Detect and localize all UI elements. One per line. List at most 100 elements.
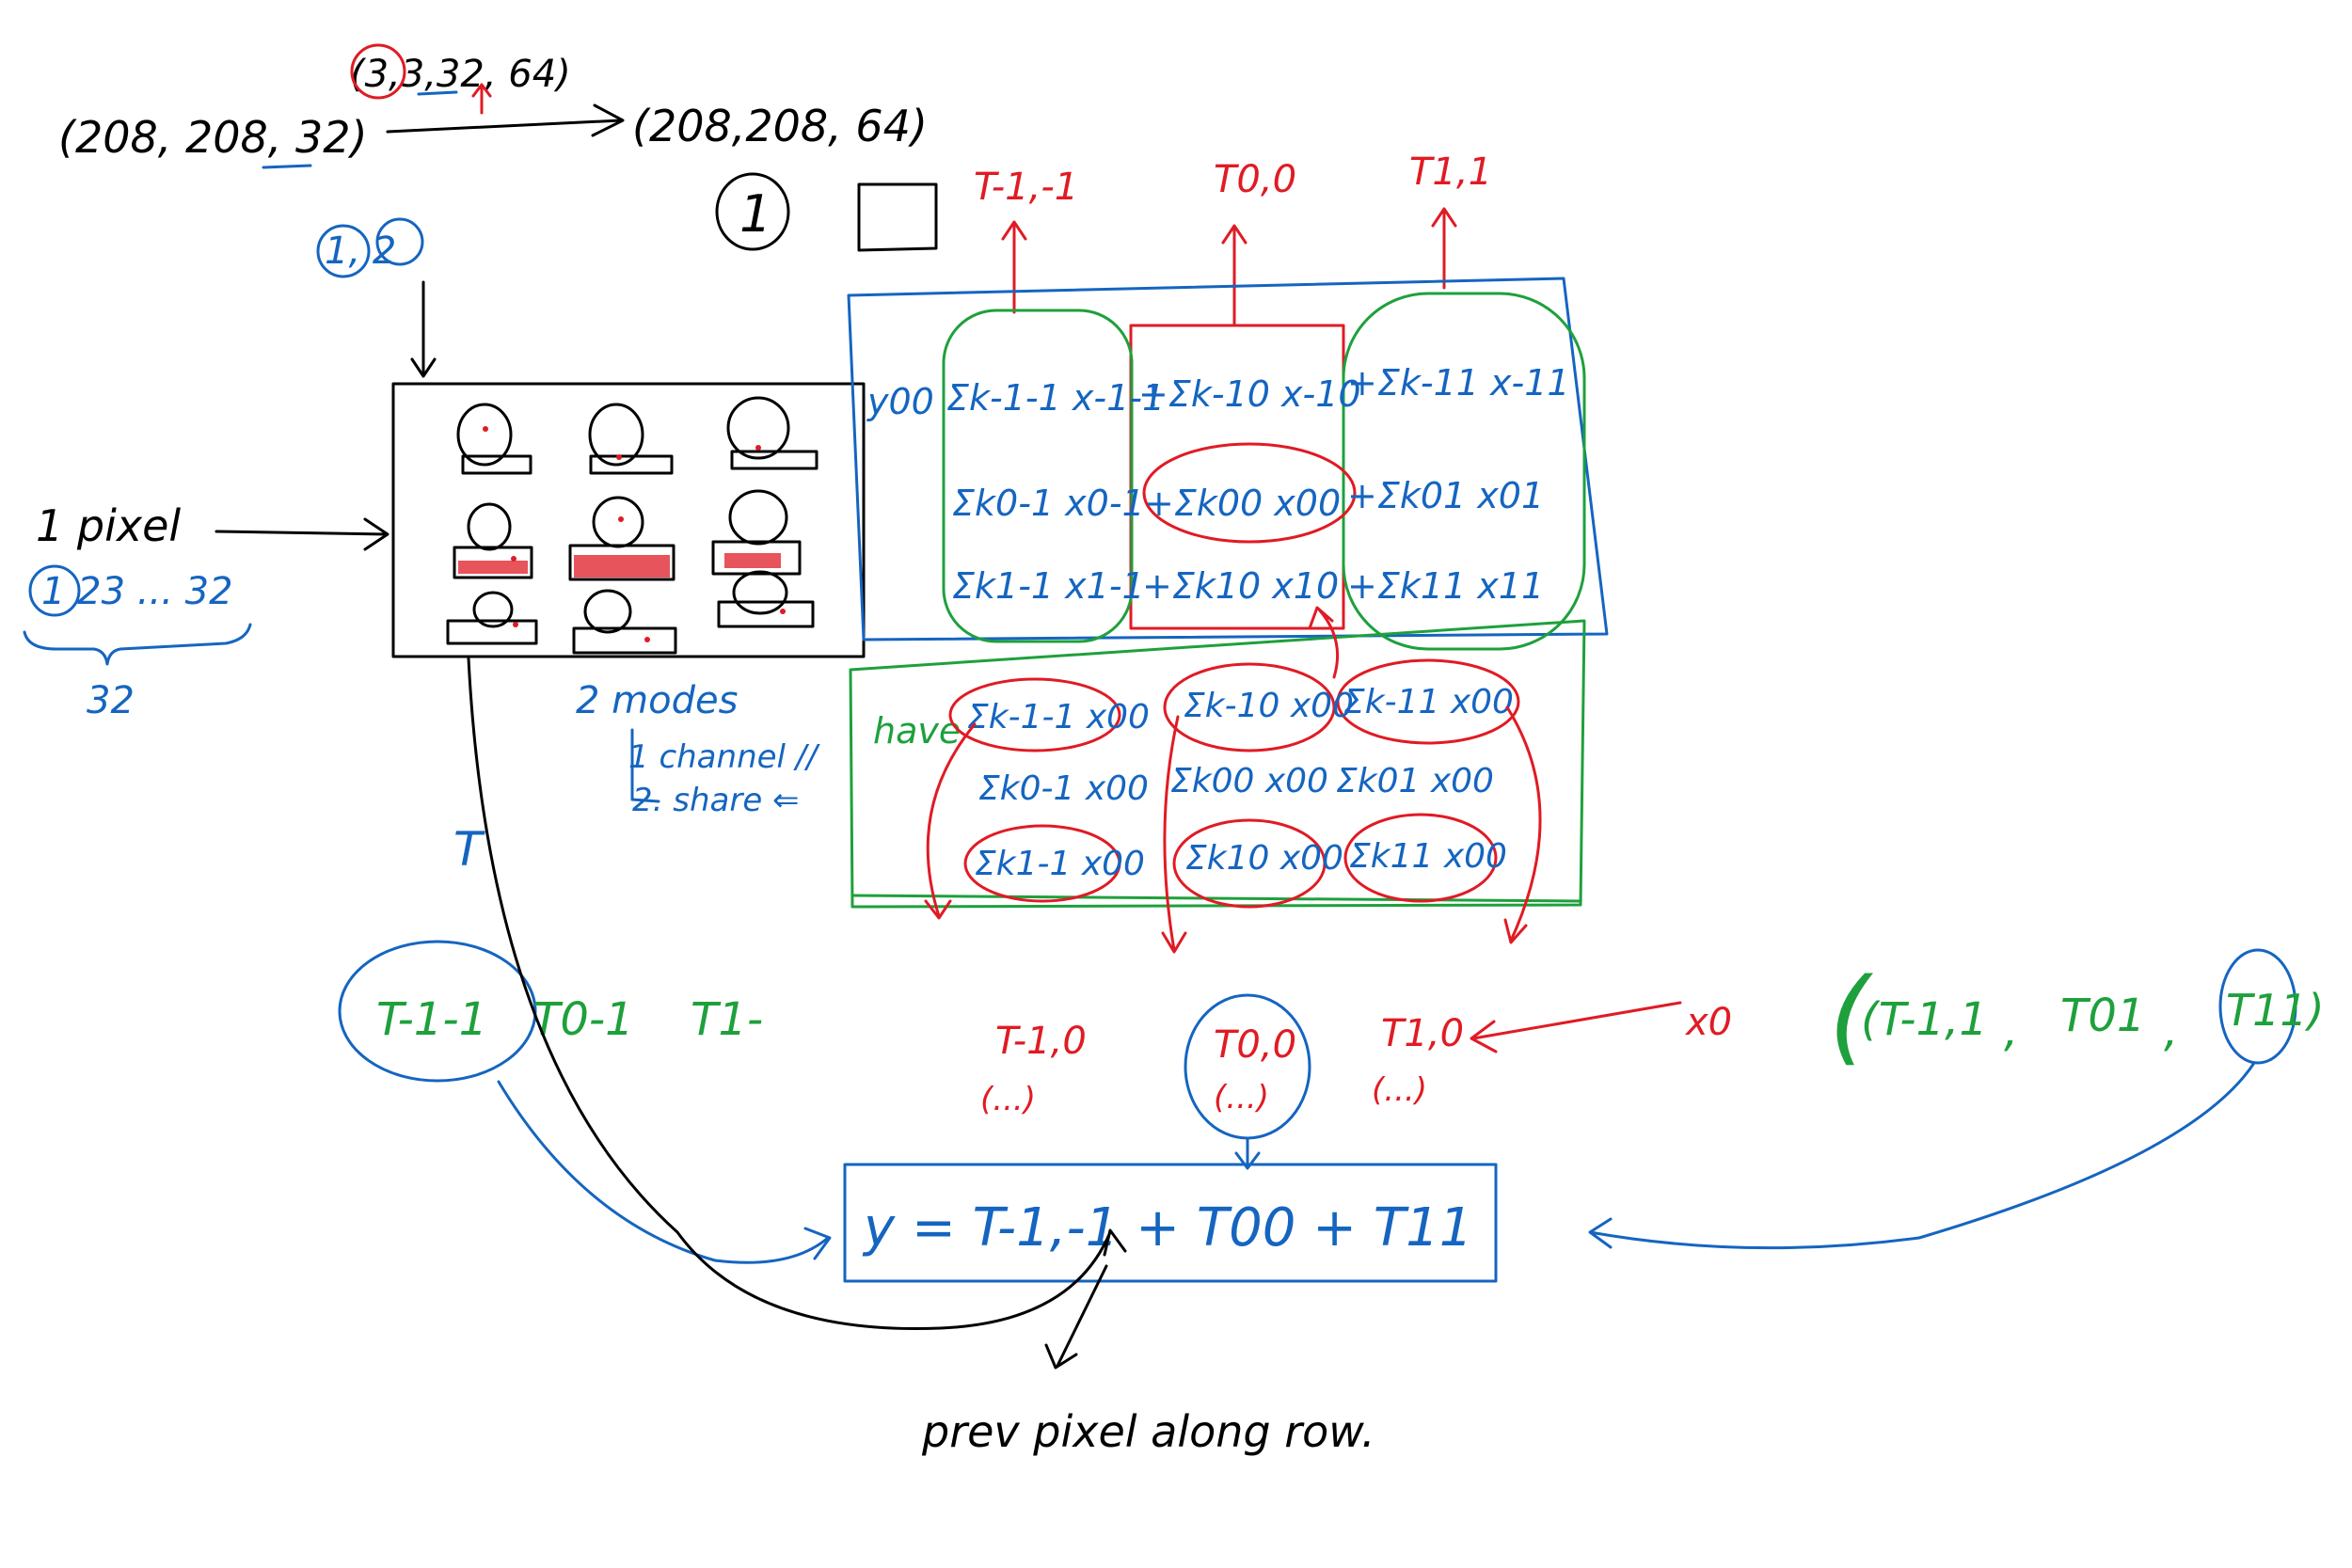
right-term-2: T01 [2060,990,2145,1042]
equation-box: y = T-1,-1 + T00 + T11 [467,657,1498,1370]
have-r1-c3: Σk-11 x00 [1343,683,1514,721]
kernel-shape: (3,3,32, 64) [350,53,571,96]
right-term-1: (T-1,1 [1861,993,1988,1046]
grid-cell-r1c3 [726,396,818,470]
have-block: have Σk-1-1 x00 Σk-10 x00 Σk-11 x00 Σk0-… [849,606,1586,954]
shape-transform-group: (208, 208, 32) (3,3,32, 64) (208,208, 64… [58,43,928,169]
have-left-arrow [924,722,977,920]
have-r1-c2-circle [1163,662,1336,752]
y00-r1-c3: +Σk-11 x-11 [1347,362,1570,404]
top-outputs: T-1,-1 T0,0 T1,1 [974,150,1492,327]
grid-cell-r1c1 [456,403,532,475]
pixel-count: 32 [87,679,135,722]
input-channel-underline [262,164,312,169]
have-r1-c3-circle [1336,658,1520,745]
mode-one-badge [316,224,371,278]
down-arrow-to-grid [410,280,437,378]
cell-dot [483,426,488,432]
have-r3-c1-circle [963,824,1121,903]
cell-dot [780,609,786,614]
circle-one-marker [715,172,790,251]
mode-item-2: 2. share ⇐ [632,782,800,819]
have-r2-c3: Σk01 x00 [1336,762,1494,800]
modes-note: 2 modes 1 channel // 2. share ⇐ [576,679,820,819]
grid-cell-r2c2 [568,496,675,634]
top-output-center: T0,0 [1214,158,1296,201]
have-r3-c3: Σk11 x00 [1349,837,1507,876]
have-r3-c2: Σk10 x00 [1185,839,1343,878]
left-term-to-eq-arrow [497,1080,832,1264]
y00-r2-c1: Σk0-1 x0-1 [952,483,1145,524]
y00-block: y00 Σk-1-1 x-1-1 +Σk-10 x-10 +Σk-11 x-11… [847,277,1609,651]
have-right-arrow [1503,705,1542,944]
grid-cell-r2c3 [711,489,802,615]
y00-r2-c3: +Σk01 x01 [1347,475,1544,516]
cell-dot [511,556,516,562]
y00-center-highlight [1142,442,1357,544]
kernel-channel-underline [417,90,458,96]
kernel-grid-border [391,382,866,658]
grid-cell-r3c3 [717,600,815,628]
right-term-3: T11) [2226,985,2325,1036]
equation-text: y = T-1,-1 + T00 + T11 [862,1197,1472,1259]
kernel-grid-box [391,382,866,658]
have-r1-c1: Σk-1-1 x00 [967,698,1150,736]
right-term-to-eq-arrow [1588,1061,2256,1250]
x00-up-arrow [1308,606,1340,679]
t-center-to-eq-arrow [1234,1136,1261,1170]
have-center-arrow [1161,715,1187,954]
top-output-left: T-1,-1 [974,166,1078,209]
y00-r2-c2: +Σk00 x00 [1144,483,1341,524]
modes-bracket [630,728,660,803]
mode-item-1: 1 channel // [628,738,820,776]
have-block-divider [850,894,1582,903]
diagram-markers: 1 [715,172,938,252]
kernel-filters-arrow [471,83,492,115]
top-output-center-arrow [1221,224,1248,327]
have-r2-c1: Σk0-1 x00 [978,769,1149,808]
have-r2-c2: Σk00 x00 [1170,762,1328,800]
bottom-note: prev pixel along row. [921,1406,1375,1457]
y00-r3-c3: +Σk11 x11 [1347,565,1544,607]
channels-brace [23,623,252,666]
output-shape: (208,208, 64) [632,101,928,151]
left-term-2: T0-1 [532,993,634,1046]
cell-dot [513,622,518,627]
have-label: have [873,710,961,752]
t-row-right-dots: (...) [1372,1071,1427,1109]
square-marker [857,182,938,252]
left-terms: T-1-1 T0-1 T1- [338,940,832,1264]
have-block-border [849,619,1586,909]
have-r3-c3-circle [1343,813,1498,903]
modes-title: 2 modes [576,679,738,722]
right-term-3-circle [2218,948,2297,1065]
t-row-center-circle [1184,993,1311,1140]
grid-cell-r2c1 [453,502,533,579]
have-r1-c2: Σk-10 x00 [1184,687,1354,725]
circle-one-label: 1 [739,184,771,244]
pixel-label: 1 pixel [36,500,181,551]
grid-cell-r3c1 [446,591,538,645]
pixel-note: 1 pixel 1 23 ... 32 32 [23,500,389,722]
modes-reference: 1, 2 [316,217,437,378]
y00-left-column-group [942,309,1134,643]
mode-two-badge [375,217,424,266]
y00-r1-c1: Σk-1-1 x-1-1 [946,377,1165,419]
input-shape: (208, 208, 32) [58,112,368,163]
cell-dot [618,516,624,522]
right-term-sep-2: , [2164,1005,2178,1057]
t-letter: T [453,822,485,877]
pixel-to-grid-arrow [215,517,389,551]
modes-ref-label: 1, 2 [325,230,396,273]
t-row-right: T1,0 [1381,1012,1464,1055]
t-row: T-1,0 (...) T0,0 (...) T1,0 (...) x0 [980,993,1732,1170]
have-r3-c2-circle [1172,818,1327,909]
grid-cell-r1c2 [588,403,674,475]
right-open-paren: ( [1829,956,1873,1076]
eq-to-note-arrow [1044,1264,1108,1370]
t-row-left-dots: (...) [980,1081,1036,1118]
equation-border [843,1163,1498,1283]
shape-transform-arrow [386,103,625,137]
channel-one-badge [28,564,81,617]
